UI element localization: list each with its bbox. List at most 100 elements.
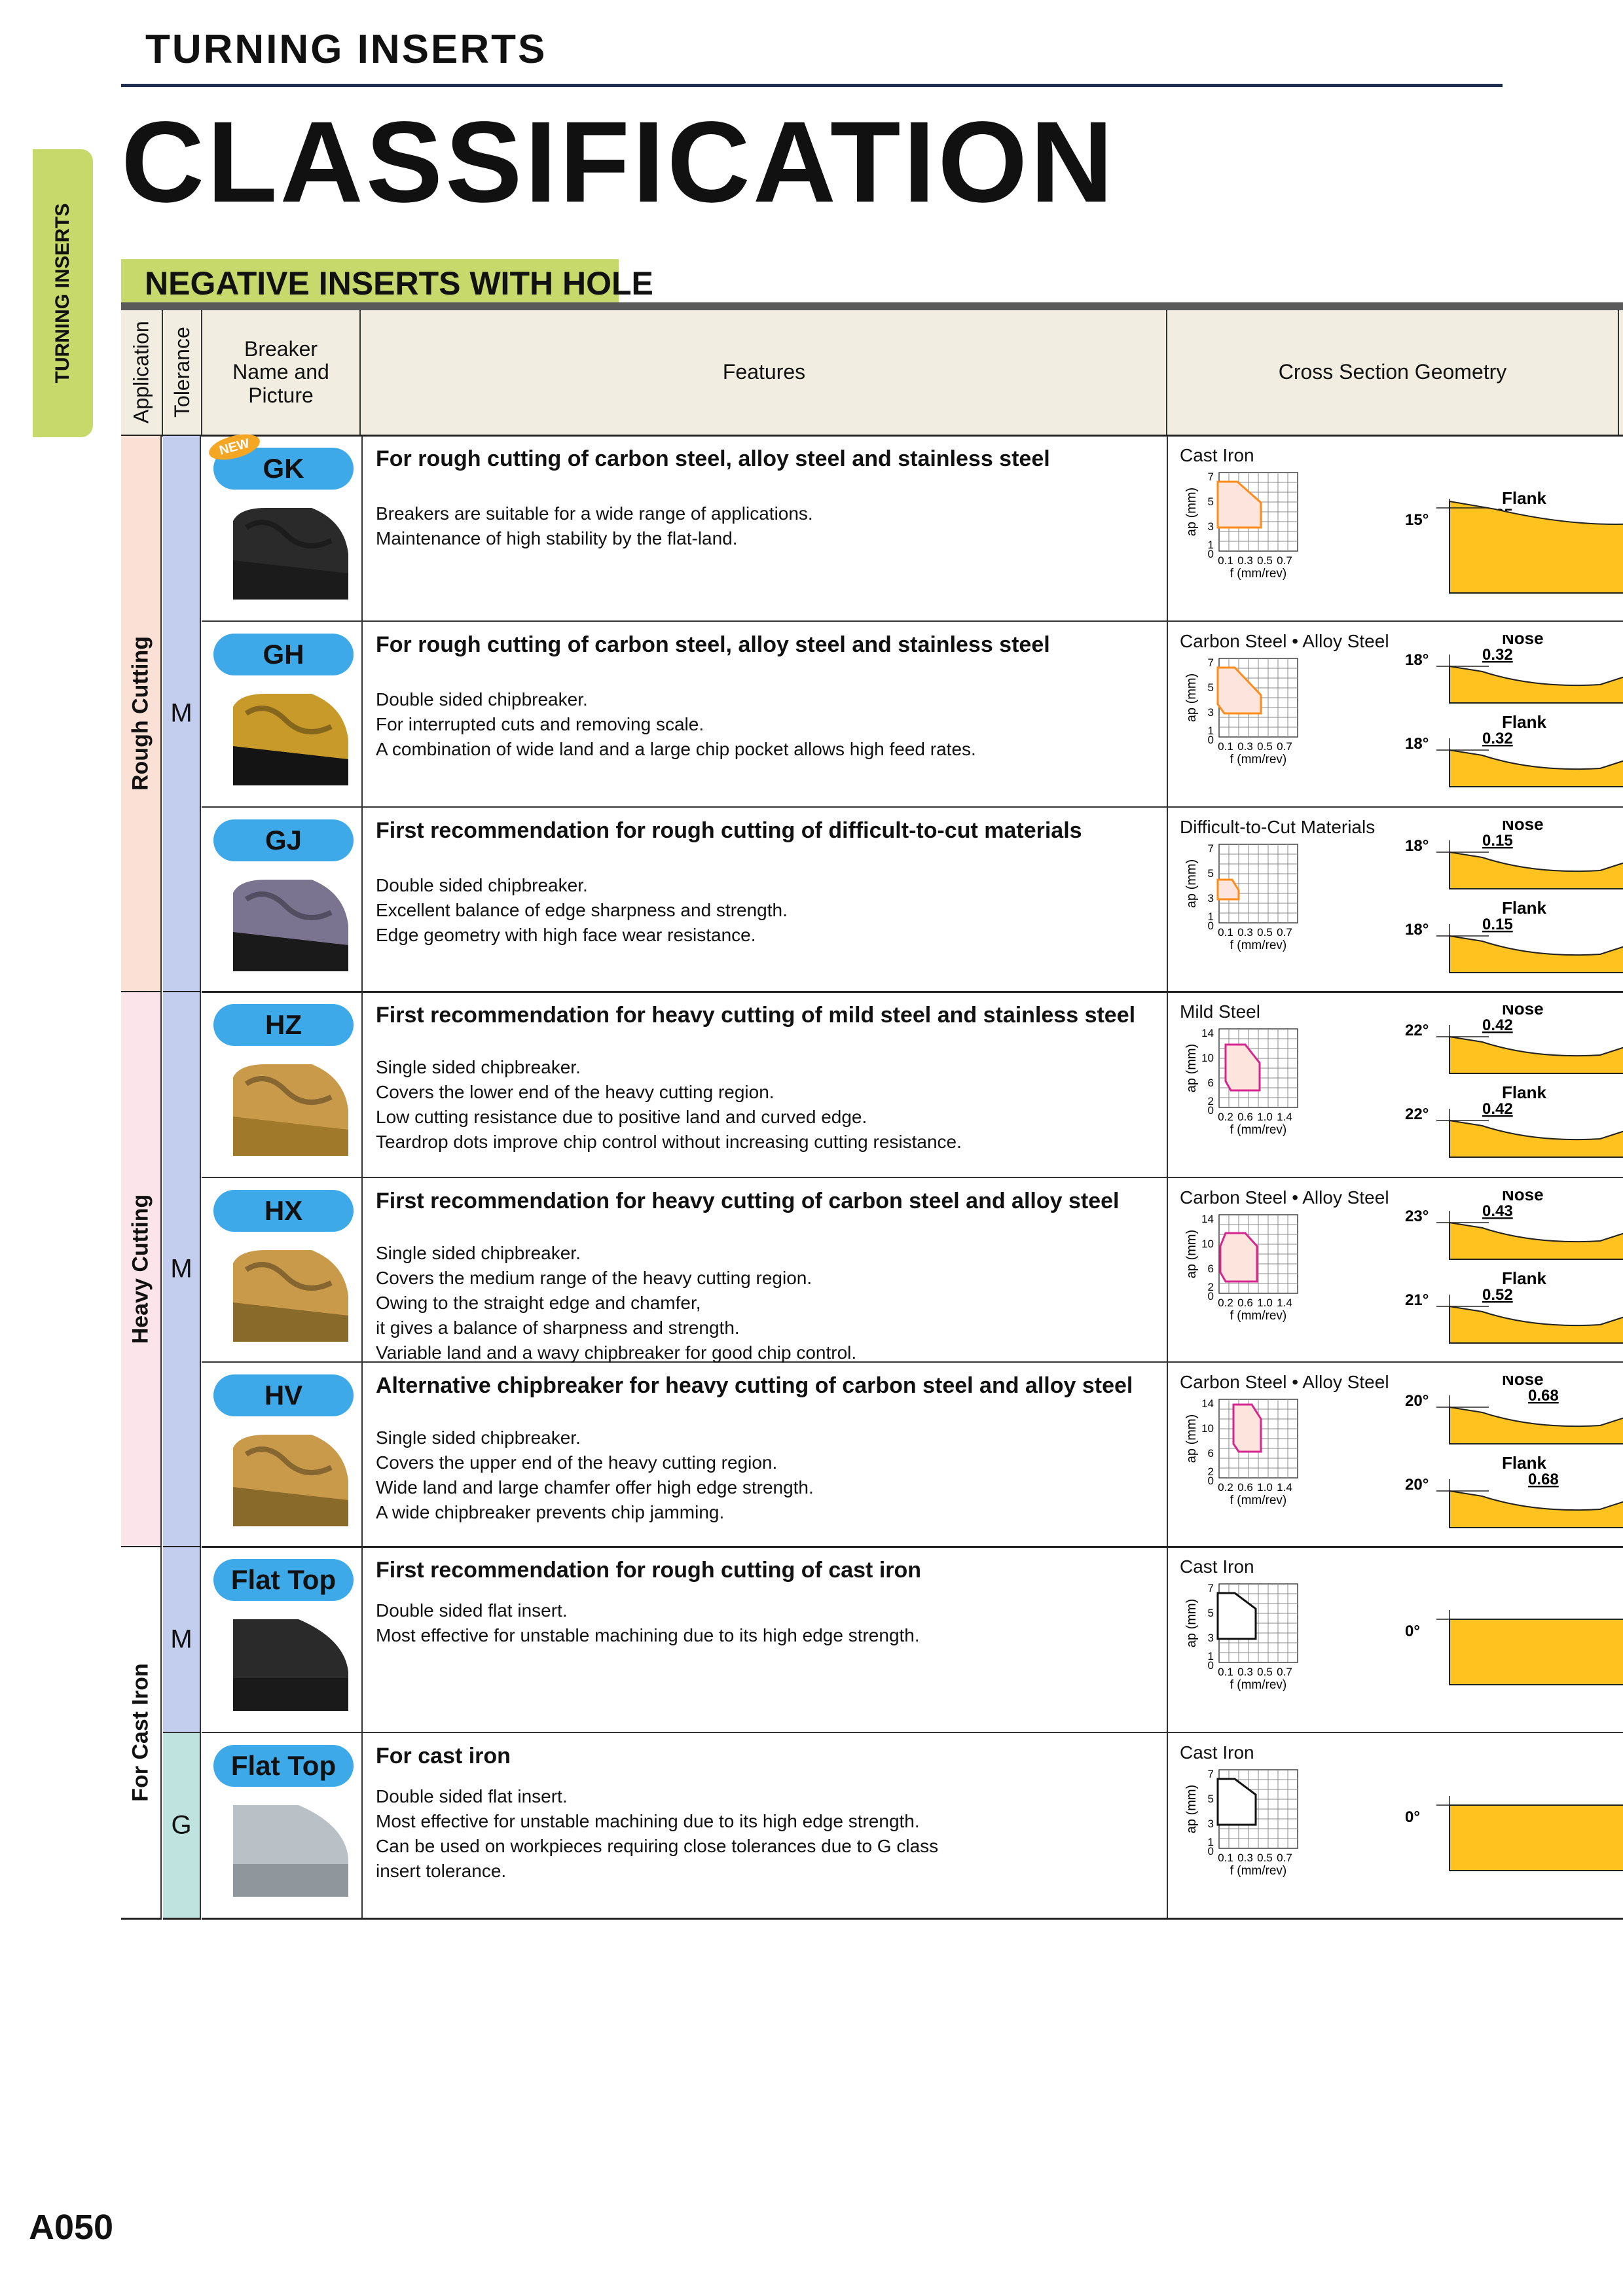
x-axis-label: f (mm/rev) — [1230, 1123, 1287, 1136]
table-row: Flat Top First recommendation for rough c… — [202, 1547, 1623, 1733]
features-cell: Alternative chipbreaker for heavy cuttin… — [361, 1363, 1168, 1546]
feature-line: Edge geometry with high face wear resist… — [376, 925, 756, 946]
breaker-name-badge[interactable]: GJ — [213, 819, 354, 861]
group-rough-cutting: Rough Cutting — [121, 436, 162, 993]
x-axis-label: f (mm/rev) — [1230, 1309, 1287, 1322]
feature-description: Single sided chipbreaker.Covers the lowe… — [376, 1055, 1161, 1155]
chip-control-region — [1216, 878, 1240, 901]
geometry-angle: 22° — [1405, 1022, 1429, 1039]
geometry-angle: 15° — [1405, 511, 1429, 529]
x-axis-label: f (mm/rev) — [1230, 1864, 1287, 1877]
feature-title: For cast iron — [376, 1744, 511, 1768]
y-tick-label: 2 — [1208, 1465, 1214, 1478]
geometry-angle: 18° — [1405, 921, 1429, 939]
x-axis-label: f (mm/rev) — [1230, 1678, 1287, 1691]
feature-line: Maintenance of high stability by the fla… — [376, 528, 738, 549]
insert-picture — [233, 508, 348, 600]
y-tick-label: 10 — [1201, 1238, 1214, 1250]
x-tick-label: 1.4 — [1277, 1297, 1292, 1309]
feature-title: First recommendation for rough cutting o… — [376, 1558, 922, 1583]
x-axis-label: f (mm/rev) — [1230, 939, 1287, 952]
feature-line: Covers the medium range of the heavy cut… — [376, 1268, 812, 1289]
page-number: A050 — [29, 2208, 114, 2247]
breaker-name-badge[interactable]: Flat Top — [213, 1745, 354, 1787]
breaker-cell: Flat Top — [202, 1547, 363, 1732]
breaker-name-badge[interactable]: HV — [213, 1374, 354, 1416]
x-tick-label: 0.1 — [1218, 1666, 1233, 1678]
y-tick-label: 1 — [1208, 1836, 1214, 1848]
geometry-land-width: 0.68 — [1528, 1387, 1559, 1405]
y-tick-label: 14 — [1201, 1027, 1214, 1039]
breaker-name-badge[interactable]: HX — [213, 1190, 354, 1232]
x-tick-label: 0.5 — [1257, 554, 1273, 567]
y-tick-label: 6 — [1208, 1447, 1214, 1460]
features-cell: First recommendation for heavy cutting o… — [361, 1178, 1168, 1363]
geometry-label: Flank — [1502, 1268, 1546, 1288]
feature-line: Low cutting resistance due to positive l… — [376, 1107, 867, 1128]
table-row: HX First recommendation for heavy cutting… — [202, 1178, 1623, 1363]
feature-description: Breakers are suitable for a wide range o… — [376, 501, 1161, 551]
header-features: Features — [362, 310, 1167, 435]
geometry-profile — [1449, 1305, 1623, 1344]
x-tick-label: 1.4 — [1277, 1111, 1292, 1123]
tolerance-cast-m: M — [163, 1547, 201, 1733]
chip-control-region — [1216, 1778, 1257, 1826]
x-tick-label: 0.3 — [1237, 926, 1253, 939]
y-tick-label: 3 — [1208, 892, 1214, 905]
section-title: NEGATIVE INSERTS WITH HOLE — [145, 265, 653, 302]
y-tick-label: 0 — [1208, 734, 1214, 746]
y-axis-label: ap (mm) — [1184, 1785, 1199, 1833]
y-tick-label: 1 — [1208, 1650, 1214, 1662]
feature-line: For interrupted cuts and removing scale. — [376, 714, 704, 735]
feature-line: Teardrop dots improve chip control witho… — [376, 1132, 962, 1153]
y-tick-label: 10 — [1201, 1052, 1214, 1064]
geometry-label: Nose — [1502, 1191, 1544, 1204]
insert-picture — [233, 880, 348, 971]
feature-line: it gives a balance of sharpness and stre… — [376, 1318, 740, 1338]
side-tab[interactable]: TURNING INSERTS — [33, 149, 93, 437]
chip-control-region — [1224, 1043, 1261, 1092]
breaker-cell: GJ — [202, 808, 363, 991]
x-tick-label: 0.2 — [1218, 1481, 1233, 1494]
y-tick-label: 7 — [1208, 1768, 1214, 1780]
features-cell: For rough cutting of carbon steel, alloy… — [361, 436, 1168, 620]
y-tick-label: 14 — [1201, 1213, 1214, 1225]
side-tab-label: TURNING INSERTS — [52, 203, 73, 384]
geometry-angle: 23° — [1405, 1208, 1429, 1225]
feature-title: First recommendation for heavy cutting o… — [376, 1189, 1120, 1213]
tolerance-cast-m-label: M — [170, 1624, 192, 1654]
chip-control-region — [1216, 1592, 1257, 1640]
breaker-cell: HV — [202, 1363, 363, 1546]
y-axis-label: ap (mm) — [1184, 859, 1199, 908]
x-tick-label: 0.1 — [1218, 554, 1233, 567]
y-tick-label: 5 — [1208, 495, 1214, 508]
y-tick-label: 5 — [1208, 867, 1214, 880]
material-label: Cast Iron — [1180, 445, 1254, 465]
breaker-name-badge[interactable]: GH — [213, 634, 354, 675]
x-tick-label: 0.7 — [1277, 1666, 1292, 1678]
tolerance-cast-g-label: G — [171, 1810, 192, 1840]
geometry-label: Flank — [1502, 898, 1546, 918]
geometry-profile — [1449, 665, 1623, 704]
y-tick-label: 0 — [1208, 1104, 1214, 1117]
breaker-name-badge[interactable]: HZ — [213, 1004, 354, 1046]
insert-picture — [233, 1250, 348, 1342]
y-axis-label: ap (mm) — [1184, 1599, 1199, 1647]
feature-line: insert tolerance. — [376, 1861, 507, 1882]
feature-line: Owing to the straight edge and chamfer, — [376, 1293, 701, 1314]
x-tick-label: 0.1 — [1218, 740, 1233, 753]
insert-picture — [233, 1064, 348, 1156]
features-cell: First recommendation for rough cutting o… — [361, 1547, 1168, 1732]
x-tick-label: 0.3 — [1237, 740, 1253, 753]
breaker-name-badge[interactable]: Flat Top — [213, 1559, 354, 1601]
